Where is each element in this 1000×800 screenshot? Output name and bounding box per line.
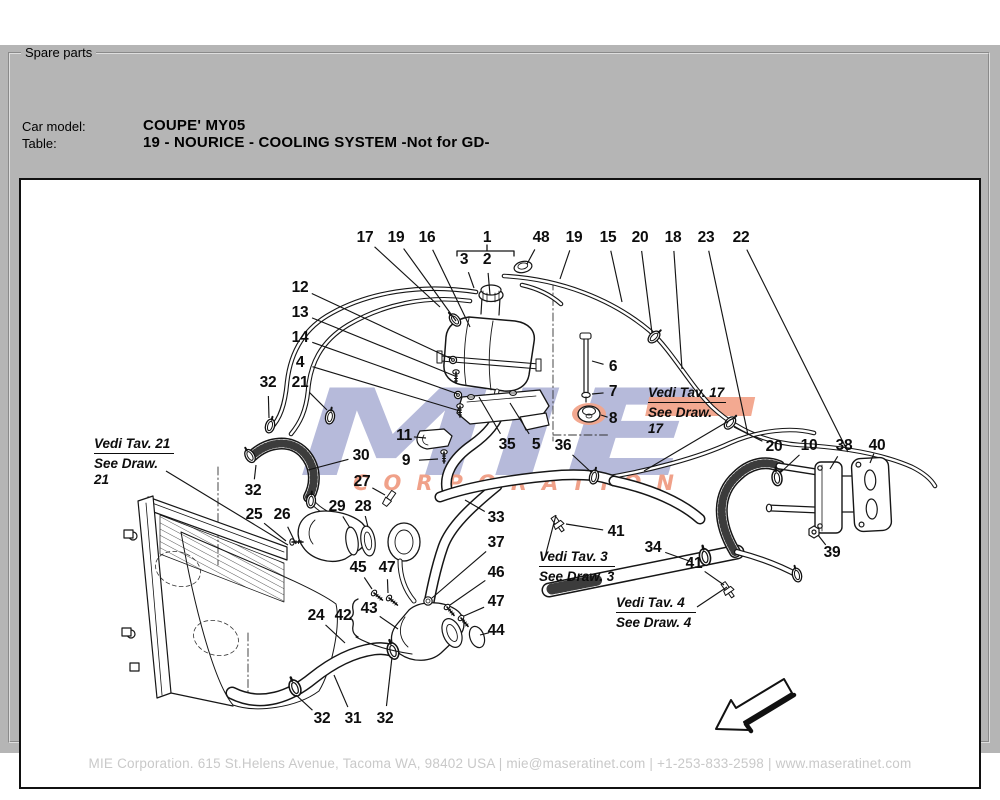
sensor <box>382 489 397 507</box>
callout-23: 23 <box>697 229 715 246</box>
callout-29: 29 <box>328 498 346 515</box>
callout-10: 10 <box>800 437 818 454</box>
callout-6: 6 <box>608 358 618 375</box>
callout-32: 32 <box>313 710 331 727</box>
group-label: Spare parts <box>25 45 93 60</box>
callout-47: 47 <box>487 593 505 610</box>
coolant-pipes <box>549 456 893 590</box>
callout-12: 12 <box>291 279 309 296</box>
callout-5: 5 <box>531 436 541 453</box>
car-model-label: Car model: <box>22 119 86 134</box>
direction-arrow <box>715 678 797 734</box>
cooling-system-diagram: MIE CORPORATION <box>121 244 979 734</box>
callout-17: 17 <box>356 229 374 246</box>
callout-48: 48 <box>532 229 550 246</box>
group-bracket <box>456 244 515 257</box>
callout-37: 37 <box>487 534 505 551</box>
callout-42: 42 <box>334 607 352 624</box>
callout-20: 20 <box>765 438 783 455</box>
callout-1: 1 <box>482 229 492 246</box>
callout-32: 32 <box>244 482 262 499</box>
callout-44: 44 <box>487 622 505 639</box>
callout-45: 45 <box>349 559 367 576</box>
callout-41: 41 <box>607 523 625 540</box>
flange-plate <box>850 456 893 533</box>
footer-contact-line: MIE Corporation. 615 St.Helens Avenue, T… <box>88 756 912 771</box>
callout-38: 38 <box>835 437 853 454</box>
nut <box>808 525 820 539</box>
callout-43: 43 <box>360 600 378 617</box>
callout-3: 3 <box>459 251 469 268</box>
callout-27: 27 <box>353 473 371 490</box>
callout-22: 22 <box>732 229 750 246</box>
leader-lines <box>165 246 875 711</box>
callout-2: 2 <box>482 251 492 268</box>
callout-41: 41 <box>685 555 703 572</box>
diagram-panel: MIE CORPORATION <box>19 178 981 789</box>
callout-36: 36 <box>554 437 572 454</box>
callout-25: 25 <box>245 506 263 523</box>
callout-20: 20 <box>631 229 649 246</box>
callout-8: 8 <box>608 410 618 427</box>
callout-47: 47 <box>378 559 396 576</box>
pump-housing <box>288 489 421 601</box>
callout-16: 16 <box>418 229 436 246</box>
table-label: Table: <box>22 136 57 151</box>
callout-32: 32 <box>376 710 394 727</box>
callout-15: 15 <box>599 229 617 246</box>
callout-4: 4 <box>295 354 305 371</box>
callout-7: 7 <box>608 383 618 400</box>
table-value: 19 - NOURICE - COOLING SYSTEM -Not for G… <box>143 134 490 151</box>
callout-11: 11 <box>396 427 412 444</box>
callout-21: 21 <box>291 374 309 391</box>
callout-32: 32 <box>259 374 277 391</box>
radiator <box>121 495 338 710</box>
filler-cap <box>478 284 504 303</box>
callout-14: 14 <box>291 329 309 346</box>
callout-34: 34 <box>644 539 662 556</box>
brace <box>349 598 359 638</box>
callout-9: 9 <box>401 452 411 469</box>
callout-39: 39 <box>823 544 841 561</box>
callout-19: 19 <box>387 229 405 246</box>
callout-31: 31 <box>344 710 362 727</box>
callout-46: 46 <box>487 564 505 581</box>
callout-13: 13 <box>291 304 309 321</box>
callout-40: 40 <box>868 437 886 454</box>
callout-33: 33 <box>487 509 505 526</box>
callout-18: 18 <box>664 229 682 246</box>
callout-24: 24 <box>307 607 325 624</box>
callout-26: 26 <box>273 506 291 523</box>
callout-35: 35 <box>498 436 516 453</box>
spare-parts-panel: Spare parts Car model: COUPE' MY05 Table… <box>0 45 1000 789</box>
car-model-value: COUPE' MY05 <box>143 117 246 134</box>
callout-19: 19 <box>565 229 583 246</box>
tank-mount-bolt <box>577 332 601 423</box>
diagram-line-art <box>121 244 935 734</box>
callout-28: 28 <box>354 498 372 515</box>
callout-30: 30 <box>352 447 370 464</box>
